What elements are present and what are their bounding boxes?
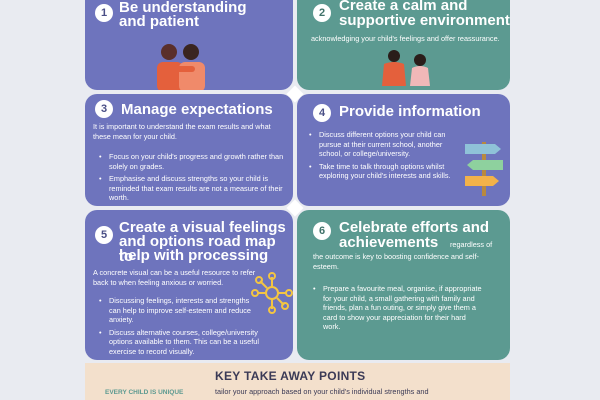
step-number: 3	[95, 100, 113, 118]
card-title-line: and options road map to	[119, 233, 276, 265]
card-bullet-list: Discuss different options your child can…	[309, 130, 459, 184]
card-title-line: Be understanding	[119, 0, 247, 16]
bullet-item: Take time to talk through options whilst…	[309, 162, 459, 181]
card-bullet-list: Discussing feelings, interests and stren…	[99, 296, 259, 359]
parent-child-illustration	[382, 50, 430, 86]
infographic-poster: 1 Be understanding and patient 2 Create …	[85, 0, 510, 400]
card-text: acknowledging your child's feelings and …	[311, 34, 500, 43]
card-title-line: Provide information	[339, 103, 481, 120]
bullet-item: Discussing feelings, interests and stren…	[99, 296, 259, 325]
card-provide-information: 4 Provide information Discuss different …	[297, 94, 510, 206]
hugging-children-illustration	[157, 44, 205, 90]
bullet-item: Emphasise and discuss strengths so your …	[99, 174, 284, 203]
card-celebrate-efforts: 6 Celebrate efforts and achievements reg…	[297, 210, 510, 360]
takeaways-text: tailor your approach based on your child…	[215, 387, 429, 396]
key-takeaways-section: KEY TAKE AWAY POINTS EVERY CHILD IS UNIQ…	[85, 363, 510, 400]
card-text: It is important to understand the exam r…	[93, 122, 271, 141]
card-text: A concrete visual can be a useful resour…	[93, 268, 256, 287]
card-be-understanding: 1 Be understanding and patient	[85, 0, 293, 90]
card-title-line: help with processing	[119, 247, 269, 264]
mind-map-icon	[251, 272, 293, 314]
bullet-item: Focus on your child's progress and growt…	[99, 152, 284, 171]
card-title-line: Celebrate efforts and	[339, 219, 490, 236]
card-title-line: Manage expectations	[121, 101, 273, 118]
bullet-item: Prepare a favourite meal, organise, if a…	[313, 284, 483, 332]
card-title-line: achievements	[339, 234, 439, 251]
card-title-line: and patient	[119, 13, 200, 30]
card-bullet-list: Prepare a favourite meal, organise, if a…	[313, 284, 483, 335]
card-calm-environment: 2 Create a calm and supportive environme…	[297, 0, 510, 90]
bullet-item: Discuss alternative courses, college/uni…	[99, 328, 259, 357]
takeaways-title: KEY TAKE AWAY POINTS	[215, 369, 366, 383]
step-number: 4	[313, 104, 331, 122]
card-title-line: Create a calm and	[339, 0, 468, 14]
card-title-line: Create a visual feelings	[119, 219, 286, 236]
signpost-illustration	[465, 142, 503, 196]
step-number: 6	[313, 222, 331, 240]
card-manage-expectations: 3 Manage expectations It is important to…	[85, 94, 293, 206]
card-title-tail: regardless of	[450, 240, 493, 249]
step-number: 1	[95, 4, 113, 22]
card-visual-road-map: 5 Create a visual feelings and options r…	[85, 210, 293, 360]
step-number: 5	[95, 226, 113, 244]
step-number: 2	[313, 4, 331, 22]
card-text: the outcome is key to boosting confidenc…	[313, 252, 479, 271]
takeaways-tag: EVERY CHILD IS UNIQUE	[105, 389, 184, 396]
card-bullet-list: Focus on your child's progress and growt…	[99, 152, 284, 206]
bullet-item: Discuss different options your child can…	[309, 130, 459, 159]
card-title-line: supportive environment	[339, 12, 510, 29]
